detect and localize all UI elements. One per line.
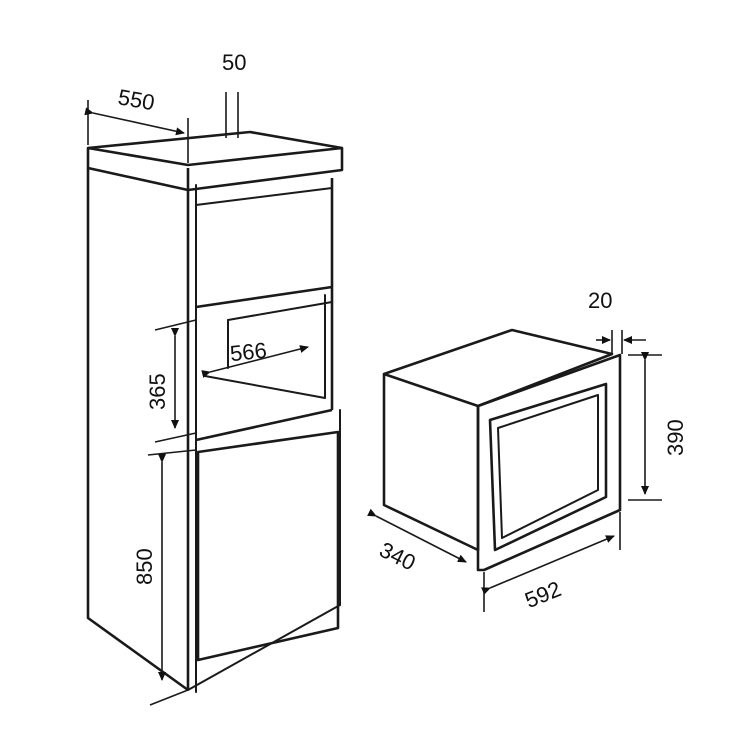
dim-appliance-width: 592 [481,512,621,613]
dim-base-height: 850 [132,449,197,706]
dim-appliance-height: 390 [628,352,688,501]
label-niche-width: 566 [229,338,268,367]
microwave [382,328,622,572]
cabinet-top-back-edge [87,130,343,150]
microwave-door-window [488,382,608,552]
niche-top-shelf [195,285,333,309]
tall-cabinet [86,130,344,693]
microwave-door-inner [497,394,599,539]
label-niche-height: 365 [145,373,170,410]
label-frame: 20 [588,288,612,313]
niche-inner-top [227,301,333,321]
dim-niche-width: 566 [201,338,309,378]
label-base-height: 850 [132,548,157,585]
cabinet-left-side [86,168,189,692]
niche-bottom-shelf [195,408,333,442]
cabinet-base-line [187,604,341,691]
label-appliance-depth: 340 [376,537,420,576]
microwave-top [382,328,614,408]
dim-vent: 50 [222,50,246,138]
dim-frame: 20 [588,288,646,354]
label-cabinet-depth: 550 [116,84,157,115]
upper-shelf-line [195,187,333,206]
label-appliance-height: 390 [663,419,688,456]
label-appliance-width: 592 [521,576,564,613]
label-vent: 50 [222,50,246,75]
niche-floor [204,375,326,399]
cabinet-top-slab [86,146,344,192]
base-door [196,430,340,662]
dim-niche-height: 365 [145,319,197,443]
dim-appliance-depth: 340 [367,508,467,576]
